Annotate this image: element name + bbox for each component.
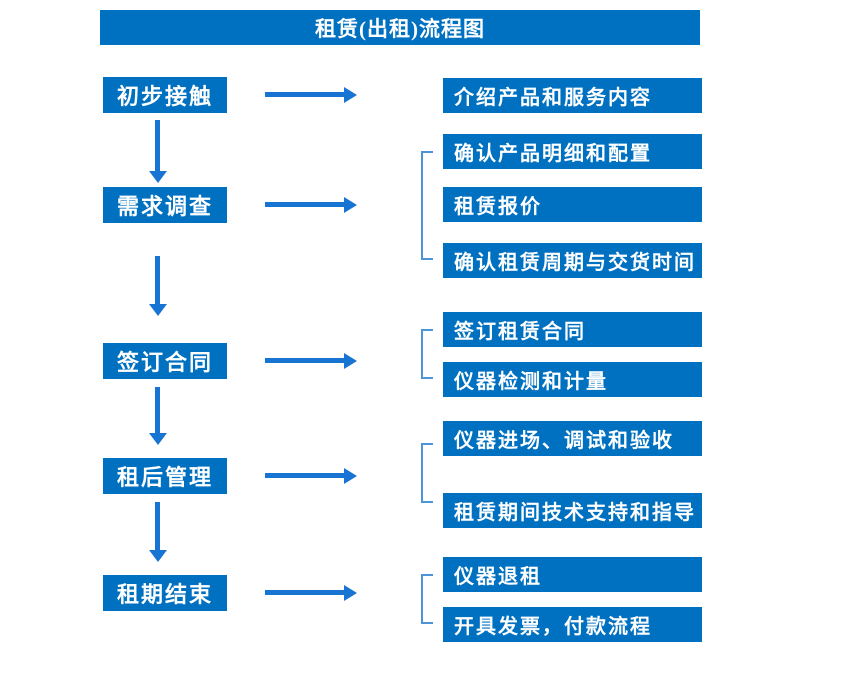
right-arrow-5 bbox=[265, 585, 357, 601]
right-arrow-1 bbox=[265, 87, 357, 103]
down-arrow-3 bbox=[149, 387, 167, 445]
stage-box-sign-contract: 签订合同 bbox=[103, 343, 227, 379]
output-box-confirm-product-details: 确认产品明细和配置 bbox=[443, 134, 702, 169]
output-box-instrument-testing: 仪器检测和计量 bbox=[443, 362, 702, 397]
output-box-instrument-return: 仪器退租 bbox=[443, 557, 702, 592]
right-arrow-shaft bbox=[265, 202, 345, 207]
right-arrow-head-icon bbox=[344, 87, 357, 103]
down-arrow-head-icon bbox=[149, 433, 167, 445]
output-box-rental-quote: 租赁报价 bbox=[443, 187, 702, 222]
right-arrow-shaft bbox=[265, 590, 345, 595]
right-arrow-head-icon bbox=[344, 585, 357, 601]
right-arrow-2 bbox=[265, 197, 357, 213]
stage-box-lease-end: 租期结束 bbox=[103, 575, 227, 611]
right-arrow-shaft bbox=[265, 358, 345, 363]
down-arrow-head-icon bbox=[149, 550, 167, 562]
stage-box-post-rental-management: 租后管理 bbox=[103, 458, 227, 494]
output-box-setup-and-acceptance: 仪器进场、调试和验收 bbox=[443, 421, 702, 456]
stage-box-initial-contact: 初步接触 bbox=[103, 77, 227, 113]
down-arrow-shaft bbox=[155, 387, 160, 433]
output-box-invoice-payment: 开具发票，付款流程 bbox=[443, 607, 702, 642]
output-box-confirm-period-delivery: 确认租赁周期与交货时间 bbox=[443, 243, 702, 278]
down-arrow-2 bbox=[149, 256, 167, 316]
down-arrow-4 bbox=[149, 502, 167, 562]
right-arrow-head-icon bbox=[344, 197, 357, 213]
right-arrow-4 bbox=[265, 468, 357, 484]
right-arrow-head-icon bbox=[344, 353, 357, 369]
output-box-tech-support: 租赁期间技术支持和指导 bbox=[443, 493, 702, 528]
down-arrow-shaft bbox=[155, 256, 160, 304]
right-arrow-3 bbox=[265, 353, 357, 369]
down-arrow-head-icon bbox=[149, 304, 167, 316]
flowchart-title-bar: 租赁(出租)流程图 bbox=[100, 10, 700, 45]
flowchart-title: 租赁(出租)流程图 bbox=[315, 16, 485, 41]
group-bracket-demand-survey bbox=[421, 151, 433, 260]
output-box-introduce-products: 介绍产品和服务内容 bbox=[443, 78, 702, 113]
output-box-sign-lease-contract: 签订租赁合同 bbox=[443, 312, 702, 347]
group-bracket-sign-contract bbox=[421, 329, 433, 379]
down-arrow-head-icon bbox=[149, 171, 167, 183]
right-arrow-shaft bbox=[265, 473, 345, 478]
group-bracket-post-rental bbox=[421, 443, 433, 503]
stage-box-demand-survey: 需求调查 bbox=[103, 187, 227, 223]
down-arrow-shaft bbox=[155, 120, 160, 171]
down-arrow-shaft bbox=[155, 502, 160, 550]
group-bracket-lease-end bbox=[421, 574, 433, 624]
right-arrow-head-icon bbox=[344, 468, 357, 484]
down-arrow-1 bbox=[149, 120, 167, 183]
right-arrow-shaft bbox=[265, 92, 345, 97]
